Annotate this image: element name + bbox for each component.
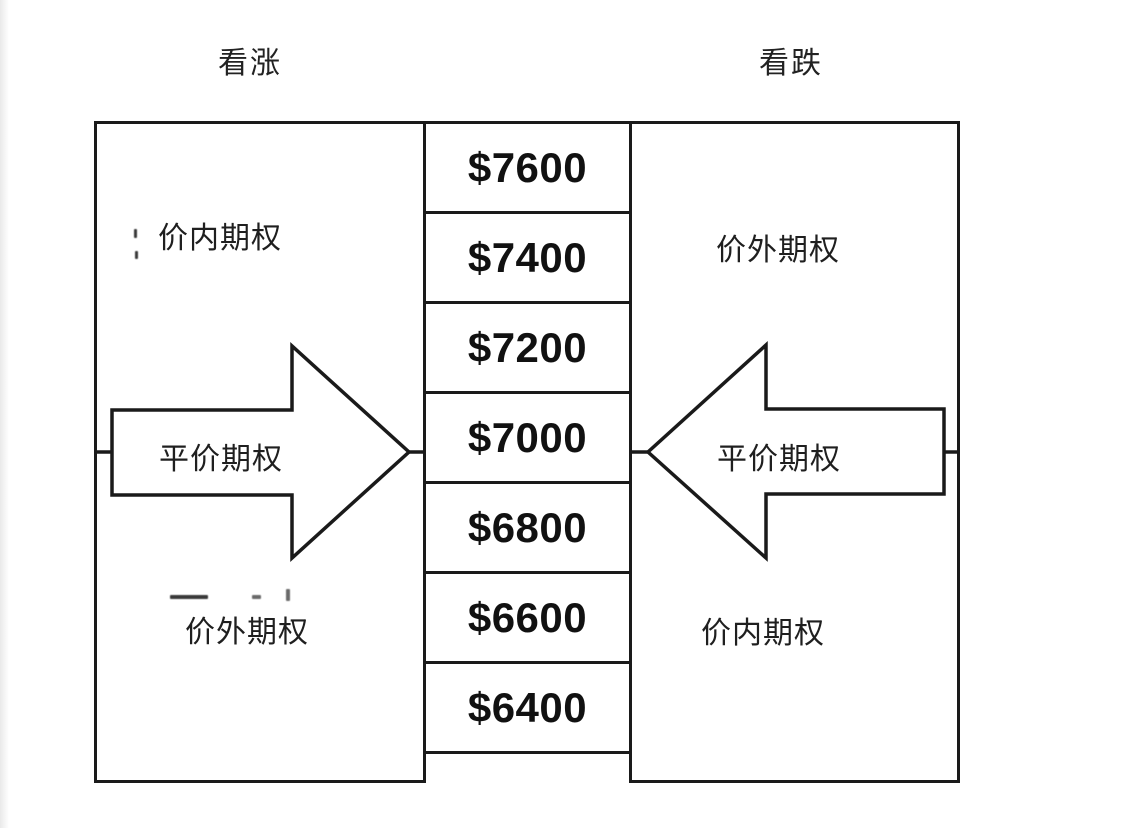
price-cell: $6600 [426, 574, 629, 664]
price-cell-at-the-money: $7000 [426, 394, 629, 484]
call-in-the-money-label: 价内期权 [158, 222, 282, 255]
scan-edge-shade [0, 0, 9, 828]
title-bullish: 看涨 [218, 47, 282, 80]
artifact-colon-dot [135, 251, 138, 259]
artifact-smudge [286, 589, 290, 601]
price-cell: $7400 [426, 214, 629, 304]
put-in-the-money-label: 价内期权 [701, 617, 825, 650]
put-out-of-the-money-label: 价外期权 [716, 234, 840, 267]
strike-price-column: $7600 $7400 $7200 $7000 $6800 $6600 $640… [423, 121, 632, 783]
artifact-colon-dot [134, 229, 137, 238]
artifact-smudge [252, 595, 261, 599]
artifact-smudge [170, 595, 208, 599]
title-bearish: 看跌 [759, 47, 823, 80]
price-cell: $6400 [426, 664, 629, 754]
price-cell: $7200 [426, 304, 629, 394]
call-out-of-the-money-label: 价外期权 [185, 616, 309, 649]
price-column-open-stub [426, 754, 629, 783]
call-at-the-money-label: 平价期权 [159, 443, 283, 476]
price-cell: $6800 [426, 484, 629, 574]
put-at-the-money-label: 平价期权 [717, 443, 841, 476]
price-cell: $7600 [426, 124, 629, 214]
